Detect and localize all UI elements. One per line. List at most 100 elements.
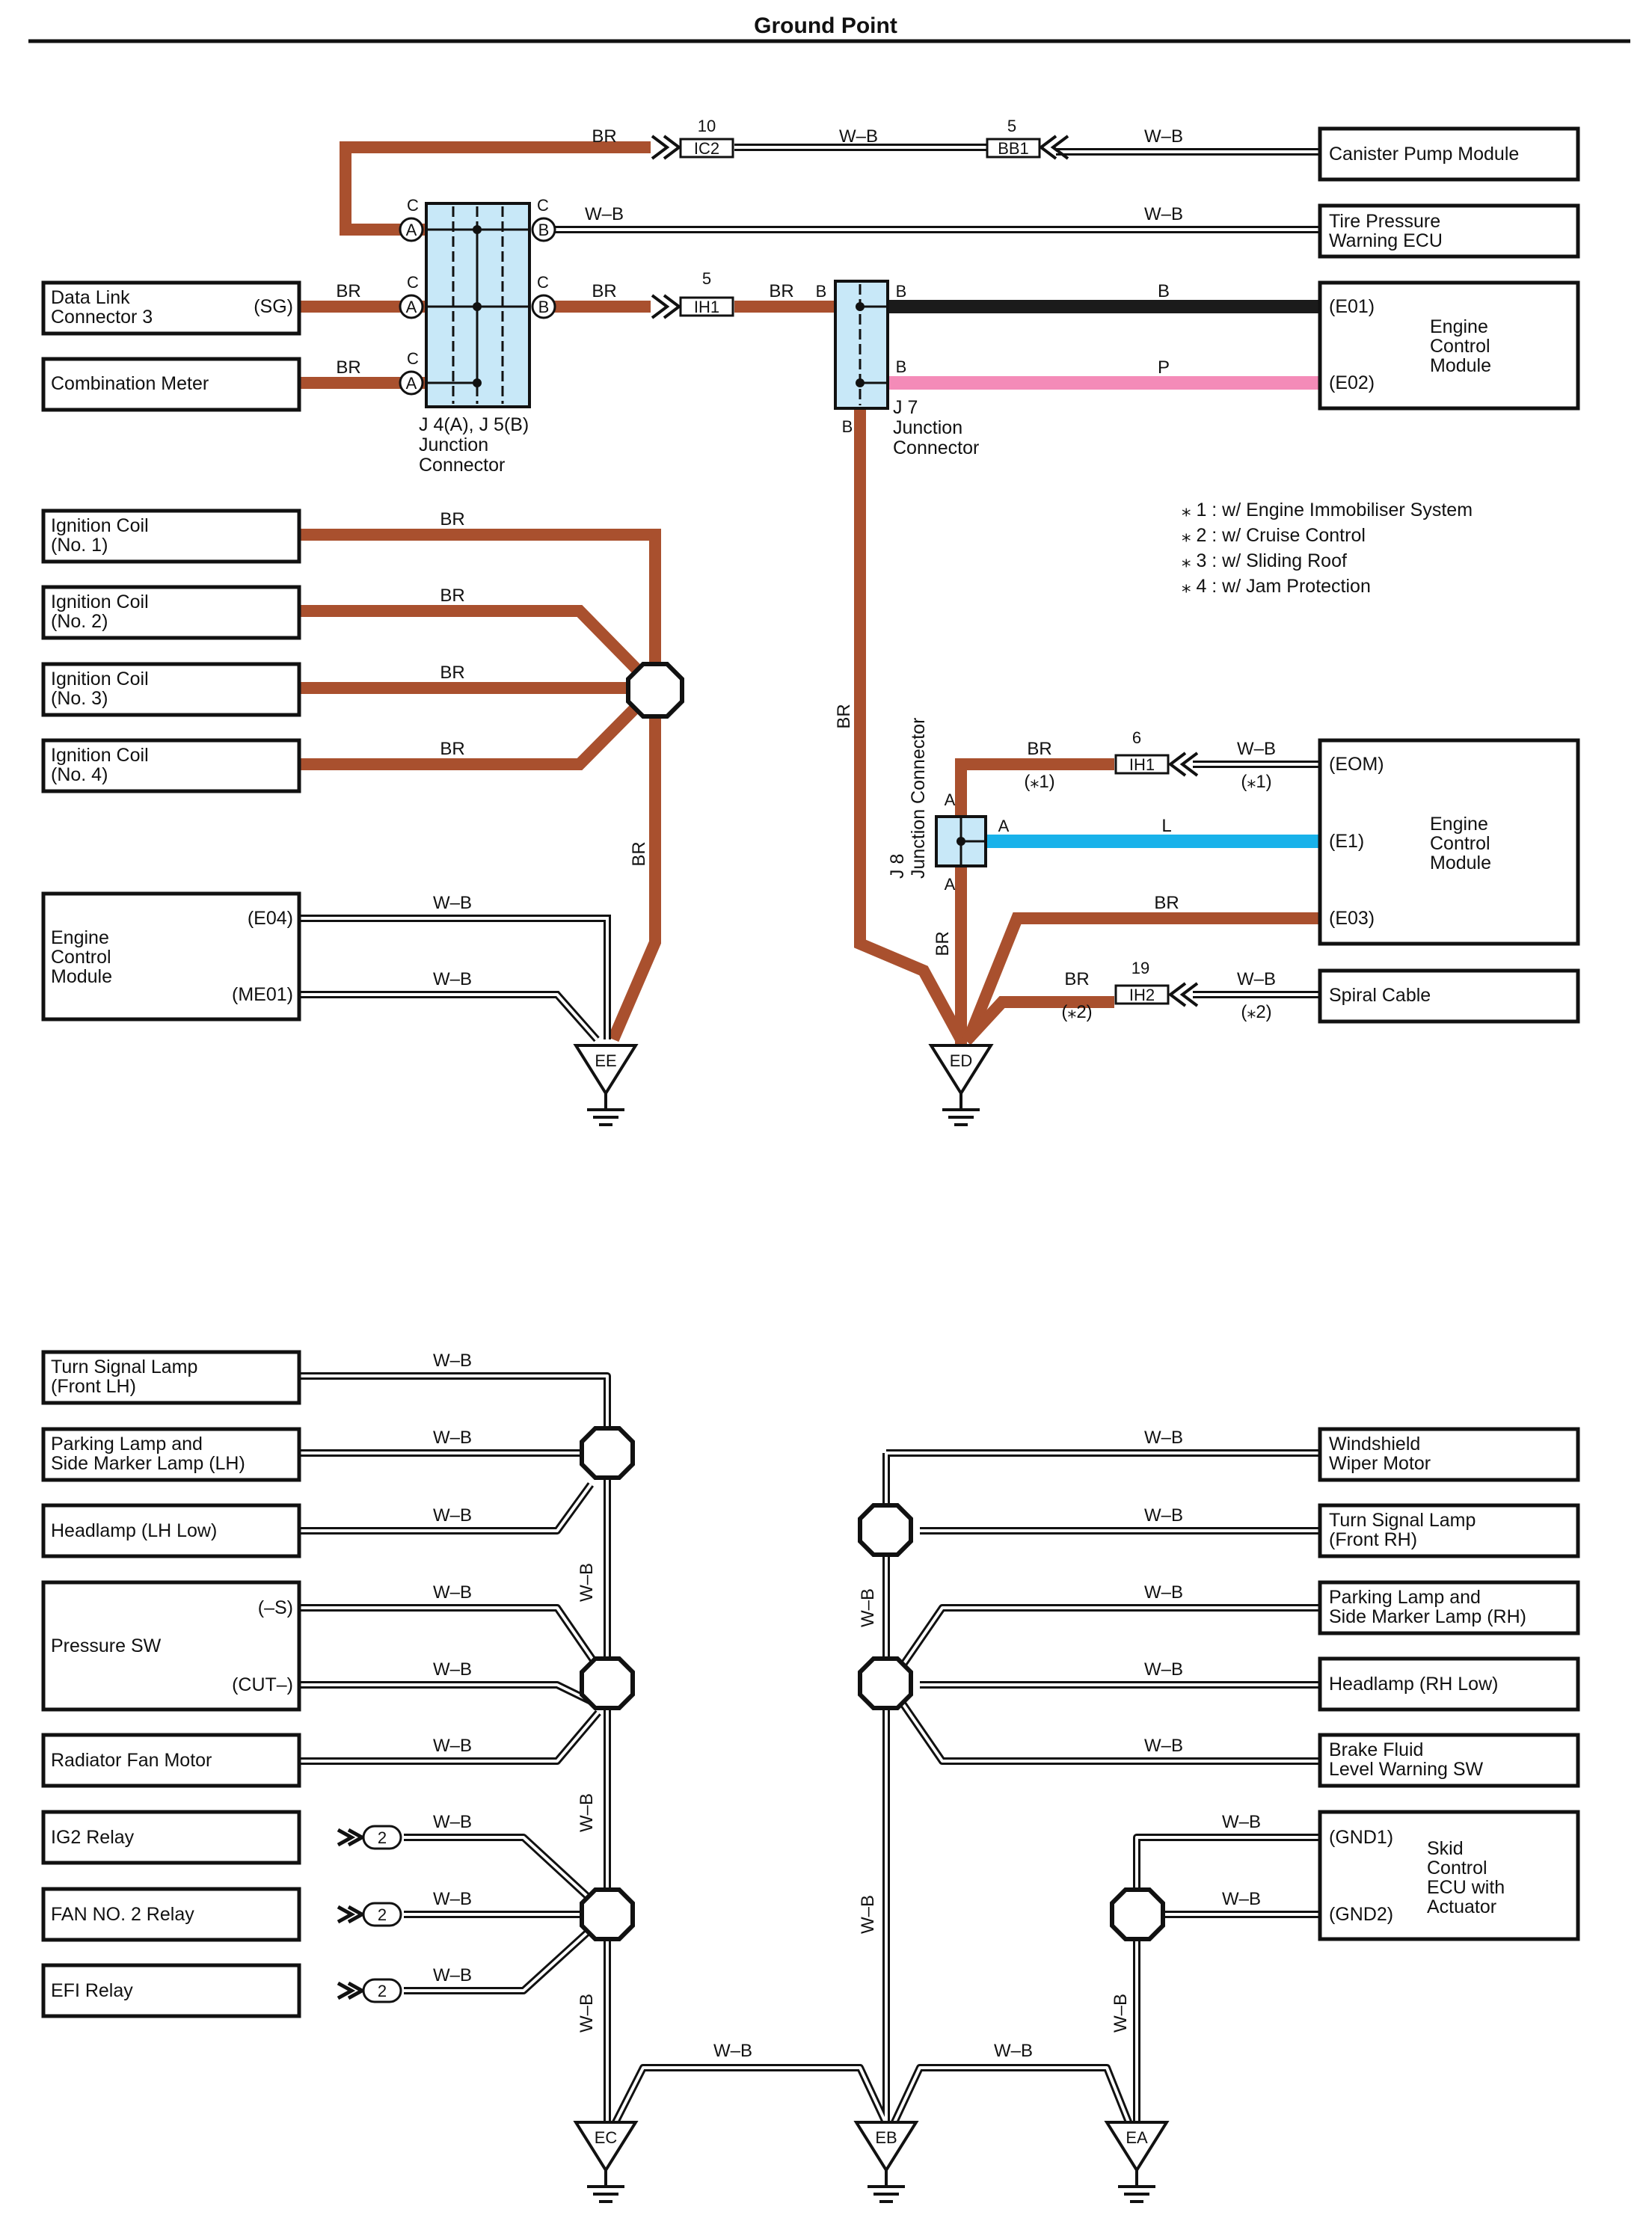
ecm-mid-pin: (E03) bbox=[1329, 908, 1375, 929]
tpw-label: Warning ECU bbox=[1329, 230, 1443, 251]
connector-ih1-top: IH1 5 bbox=[651, 269, 734, 319]
efi-label: EFI Relay bbox=[51, 1980, 133, 2001]
splice-right-2 bbox=[858, 1656, 913, 1710]
ecm-left-pin: (ME01) bbox=[232, 984, 293, 1005]
ground-ee: EE bbox=[573, 1044, 639, 1126]
wb-wire-e04 bbox=[299, 915, 611, 1039]
relay-connector-ig2: 2 bbox=[337, 1825, 402, 1850]
ecm-left-label: Control bbox=[51, 947, 111, 968]
connector-ic2-pin: 10 bbox=[698, 117, 716, 135]
skid-label: ECU with bbox=[1427, 1877, 1505, 1898]
relay-connector-fan2: 2 bbox=[337, 1902, 402, 1927]
tpw-label: Tire Pressure bbox=[1329, 211, 1440, 232]
ecm-left-label: Engine bbox=[51, 927, 109, 948]
pin-b-label: B bbox=[538, 298, 550, 316]
head-lh-label: Headlamp (LH Low) bbox=[51, 1520, 217, 1541]
ignition-coil-2-box bbox=[41, 585, 301, 640]
turn-signal-rh-box bbox=[1318, 1503, 1580, 1558]
wire-label-br: BR bbox=[440, 509, 464, 529]
wire-label-wb: W–B bbox=[1144, 1582, 1183, 1603]
park-lh-label: Parking Lamp and bbox=[51, 1434, 203, 1454]
tpw-ecu-box bbox=[1318, 203, 1580, 259]
park-rh-label: Side Marker Lamp (RH) bbox=[1329, 1606, 1526, 1627]
j45-label: Connector bbox=[419, 455, 505, 476]
wire-label-wb: W–B bbox=[1237, 969, 1276, 989]
br-wire-ic4 bbox=[299, 683, 660, 770]
ic3-label: Ignition Coil bbox=[51, 669, 149, 689]
ignition-coil-1-box bbox=[41, 509, 301, 564]
wire-label-wb: W–B bbox=[433, 893, 472, 913]
bottom-wires bbox=[299, 1372, 1320, 2139]
j7-label: Connector bbox=[893, 437, 979, 458]
wire-label-wb: W–B bbox=[1144, 1736, 1183, 1756]
wire-label-wb: W–B bbox=[433, 969, 472, 989]
turn-signal-lh-box bbox=[41, 1350, 301, 1405]
ic4-label: Ignition Coil bbox=[51, 745, 149, 766]
ic2-label: (No. 2) bbox=[51, 611, 108, 632]
connector-bb1-name: BB1 bbox=[998, 139, 1029, 158]
wire-label-br: BR bbox=[1027, 739, 1051, 759]
pressure-sw-pin: (CUT–) bbox=[232, 1674, 293, 1695]
relay-connectors: 2 2 2 bbox=[337, 1825, 402, 2003]
brake-fluid-box bbox=[1318, 1733, 1580, 1788]
ground-ec: EC bbox=[573, 2121, 639, 2203]
legend: ⁎ 1 : w/ Engine Immobiliser System ⁎ 2 :… bbox=[1182, 500, 1473, 597]
spiral-cable-box bbox=[1318, 968, 1580, 1024]
note-1: (⁎1) bbox=[1241, 772, 1271, 792]
tsl-lh-label: Turn Signal Lamp bbox=[51, 1357, 197, 1377]
pin-a-label: A bbox=[406, 374, 417, 393]
wire-label-wb: W–B bbox=[1111, 1994, 1131, 2033]
pressure-sw-pin: (–S) bbox=[258, 1597, 293, 1618]
br-wire-ih2 bbox=[962, 996, 1114, 1045]
wire-label-wb: W–B bbox=[433, 1582, 472, 1603]
ground-ed: ED bbox=[928, 1044, 994, 1126]
wire-label-wb: W–B bbox=[433, 1965, 472, 1985]
legend-item: ⁎ 2 : w/ Cruise Control bbox=[1182, 525, 1366, 546]
wire-label-wb: W–B bbox=[433, 1428, 472, 1448]
legend-item: ⁎ 3 : w/ Sliding Roof bbox=[1182, 550, 1347, 571]
fan-no2-relay-box bbox=[41, 1887, 301, 1942]
wire-label-p: P bbox=[1158, 357, 1170, 378]
j7-label: Junction bbox=[893, 417, 962, 438]
pin-c-label: C bbox=[537, 273, 549, 292]
ecm-mid-pin: (E1) bbox=[1329, 831, 1364, 852]
spiral-label: Spiral Cable bbox=[1329, 985, 1431, 1006]
wire-label-wb: W–B bbox=[1144, 1428, 1183, 1448]
wire-label-br: BR bbox=[933, 931, 953, 956]
wire-label-l: L bbox=[1161, 816, 1171, 836]
page-title: Ground Point bbox=[754, 13, 897, 38]
skid-pin: (GND1) bbox=[1329, 1827, 1393, 1848]
splice-ignition bbox=[626, 662, 684, 719]
j45-label: Junction bbox=[419, 434, 488, 455]
wire-label-wb: W–B bbox=[433, 1812, 472, 1832]
wiper-motor-box bbox=[1318, 1427, 1580, 1482]
junction-j7 bbox=[834, 280, 889, 410]
wire-labels: BR W–B W–B W–B W–B BR BR BR BR B P BR BR… bbox=[336, 126, 1276, 2061]
wire-label-wb: W–B bbox=[577, 1994, 597, 2033]
ic2-label: Ignition Coil bbox=[51, 592, 149, 612]
wire-label-wb: W–B bbox=[433, 1889, 472, 1909]
wire-label-wb: W–B bbox=[1237, 739, 1276, 759]
canister-box bbox=[1318, 126, 1580, 182]
wire-label-wb: W–B bbox=[585, 204, 624, 224]
skid-label: Control bbox=[1427, 1858, 1487, 1879]
ground-ea-label: EA bbox=[1126, 2128, 1148, 2147]
wire-label-br: BR bbox=[440, 586, 464, 606]
ic1-label: Ignition Coil bbox=[51, 515, 149, 536]
pin-c-label: C bbox=[407, 196, 419, 215]
ecm-top-label: Engine bbox=[1430, 316, 1488, 337]
legend-item: ⁎ 4 : w/ Jam Protection bbox=[1182, 576, 1371, 597]
combination-meter-box bbox=[41, 357, 301, 412]
dlc3-pin: (SG) bbox=[254, 296, 293, 317]
wire-label-wb: W–B bbox=[433, 1736, 472, 1756]
wire-label-wb: W–B bbox=[577, 1563, 597, 1602]
splice-left-3 bbox=[580, 1887, 635, 1941]
connector-ih2-pin: 19 bbox=[1131, 959, 1149, 977]
brake-label: Brake Fluid bbox=[1329, 1739, 1423, 1760]
wire-label-br: BR bbox=[336, 281, 360, 301]
head-rh-label: Headlamp (RH Low) bbox=[1329, 1674, 1498, 1695]
connector-ih2: IH2 19 bbox=[1114, 959, 1199, 1007]
br-wire-j7-ed bbox=[854, 408, 967, 1042]
tsl-rh-label: Turn Signal Lamp bbox=[1329, 1510, 1476, 1531]
